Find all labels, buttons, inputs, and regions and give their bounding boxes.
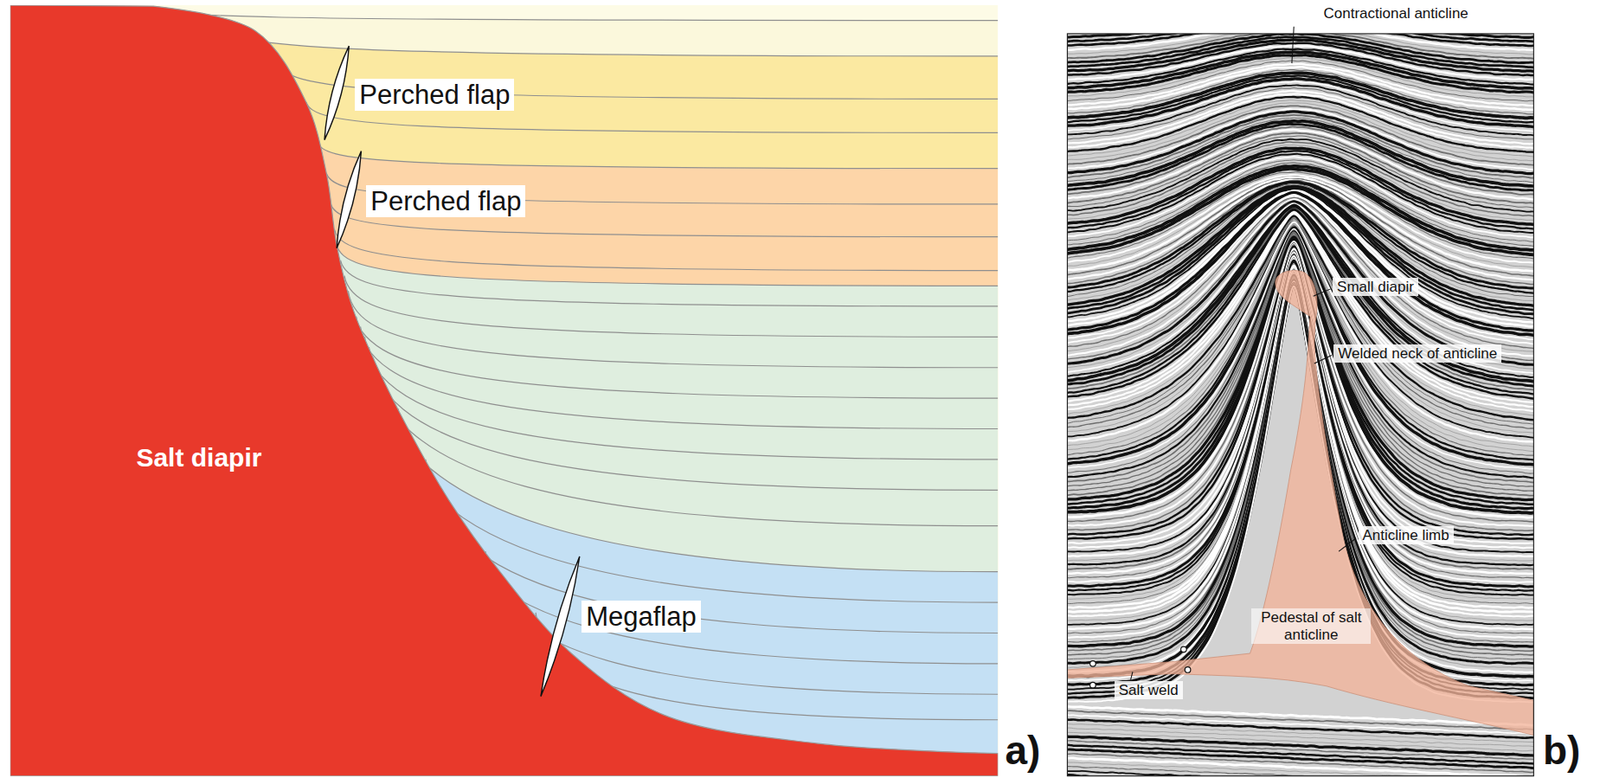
leader-line xyxy=(1130,671,1133,680)
horizon-line xyxy=(340,260,999,307)
feature-label: Small diapir xyxy=(1332,277,1419,297)
weld-marker xyxy=(1181,646,1188,653)
seismic-reflector xyxy=(1066,740,1534,761)
feature-label: Welded neck of anticline xyxy=(1333,344,1502,364)
leader-line xyxy=(1338,538,1356,552)
flap-label: Megaflap xyxy=(581,600,701,634)
seismic-frame xyxy=(1066,33,1534,777)
feature-label: Anticline limb xyxy=(1358,526,1454,546)
horizon-line xyxy=(352,306,998,399)
flap-label: Perched flap xyxy=(366,185,526,219)
leader-line xyxy=(1291,26,1294,64)
horizon-line xyxy=(344,276,998,338)
horizon-line xyxy=(153,6,998,21)
weld-marker xyxy=(1090,681,1097,688)
weld-marker xyxy=(1184,667,1191,674)
horizon-line xyxy=(360,327,999,460)
panel-letter: a) xyxy=(1005,727,1041,774)
leader-line xyxy=(1313,289,1331,296)
horizon-line xyxy=(368,346,998,526)
feature-label: Salt weld xyxy=(1114,681,1183,701)
seismic-section xyxy=(1060,3,1539,778)
flap-symbol xyxy=(336,151,361,249)
horizon-line xyxy=(365,336,999,490)
salt-body xyxy=(1066,270,1534,736)
salt-diapir-sketch xyxy=(10,5,998,777)
flap-symbol xyxy=(540,556,580,697)
horizon-line xyxy=(356,316,999,430)
flap-symbol xyxy=(324,45,349,141)
strata-background xyxy=(10,5,998,777)
horizon-line xyxy=(336,244,998,286)
seismic-reflector xyxy=(1066,719,1534,738)
horizon-line xyxy=(334,229,999,270)
seismic-reflector xyxy=(1066,753,1534,774)
flap-label: Perched flap xyxy=(354,78,515,112)
leader-line xyxy=(1314,355,1332,364)
horizon-line xyxy=(212,20,999,57)
seismic-reflector xyxy=(1066,771,1534,777)
panel-letter: b) xyxy=(1542,727,1581,774)
salt-diapir-body xyxy=(10,5,998,777)
weld-marker xyxy=(1090,661,1097,668)
feature-label: Contractional anticline xyxy=(1323,5,1469,23)
horizon-line xyxy=(317,142,998,168)
horizon-line xyxy=(347,290,998,367)
feature-label: Pedestal of salt anticline xyxy=(1251,608,1371,644)
diapir-label: Salt diapir xyxy=(135,443,262,474)
